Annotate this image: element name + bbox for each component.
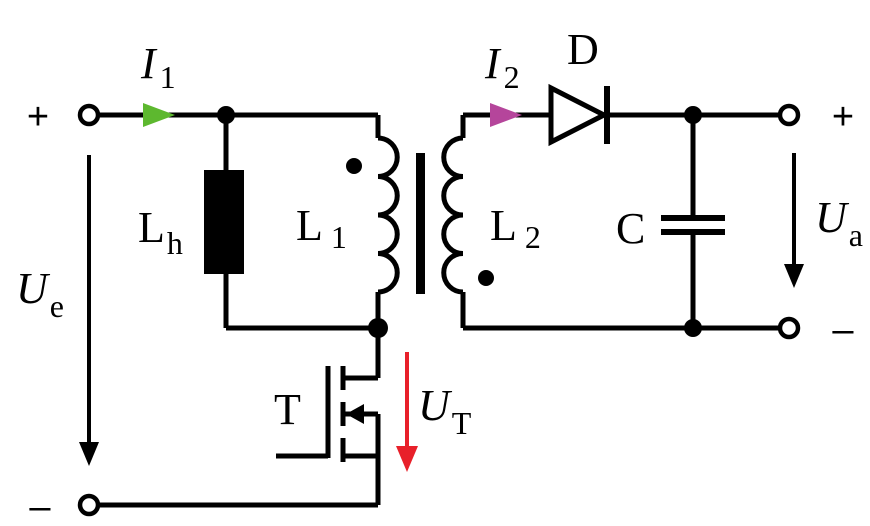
current-arrow-i2 [490,103,522,127]
mosfet-arrow-icon [346,404,364,424]
capacitor-icon [661,215,725,235]
current-arrow-i1 [143,103,175,127]
label-lh: Lh [138,203,183,261]
input-minus-label: – [29,486,51,526]
transformer-core [416,153,425,294]
junction-dot [217,106,235,124]
voltage-arrow-ua [784,153,804,288]
polarity-dot [346,158,362,174]
mosfet-icon [276,366,381,462]
junctions [217,106,702,338]
polarity-dot [478,270,494,286]
inductor-block-icon [204,170,244,274]
junction-dot [684,106,702,124]
label-ua: Ua [815,193,863,253]
label-d: D [567,25,599,74]
diode-icon [548,83,610,147]
input-plus-label: + [27,96,49,138]
terminals [77,103,801,517]
terminal-input-plus [77,103,101,127]
output-plus-label: + [832,96,854,138]
terminal-input-minus [77,493,101,517]
label-c: C [616,204,645,253]
voltage-arrow-ut [396,352,418,472]
junction-dot [368,318,388,338]
label-ut: UT [418,381,472,441]
terminal-output-minus [777,316,801,340]
wires [97,112,779,508]
terminal-output-plus [777,103,801,127]
junction-dot [684,319,702,337]
label-t: T [274,385,301,434]
voltage-arrow-ue [79,155,99,466]
coupled-inductor-icon [441,135,464,295]
label-ue: Ue [16,264,64,324]
output-minus-label: – [832,309,854,351]
coupled-inductor-icon [377,135,400,295]
